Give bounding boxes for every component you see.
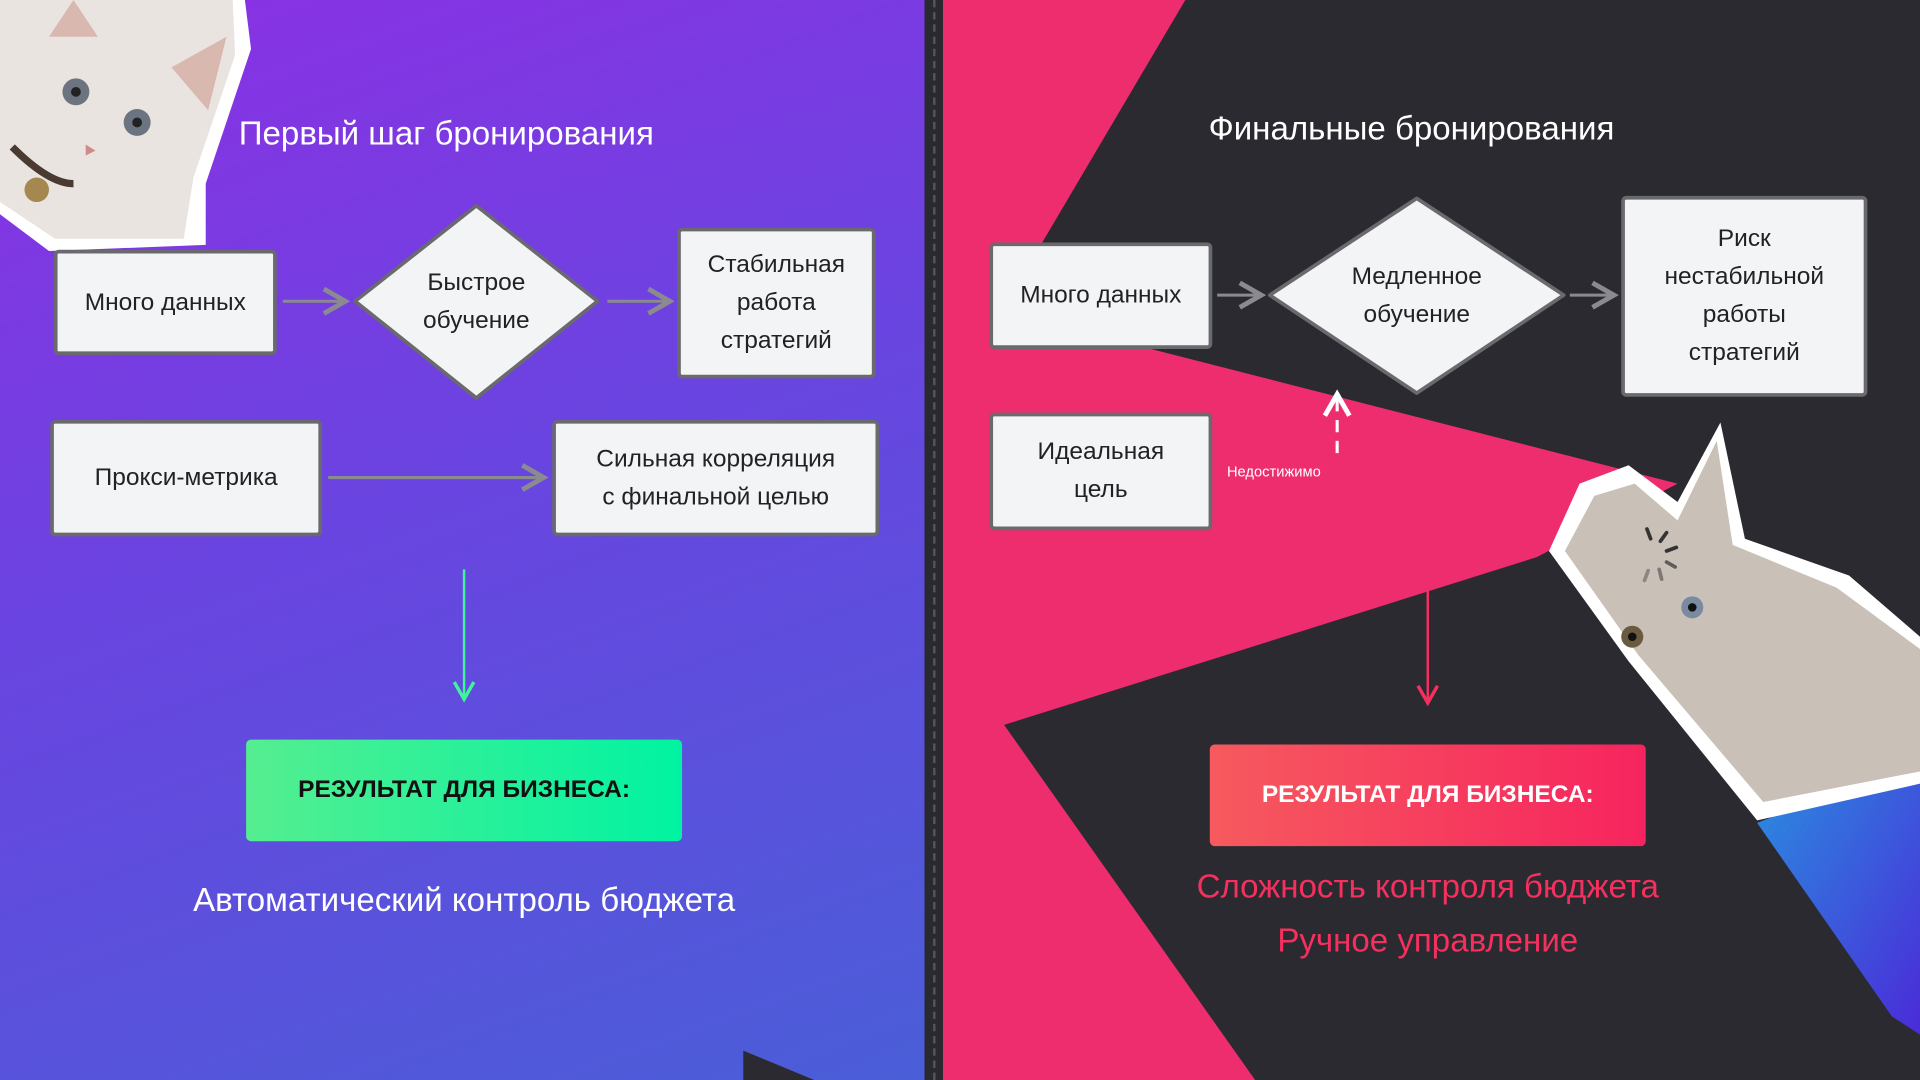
pink-shape (942, 0, 1678, 1080)
box-ideal-goal: Идеальная цель (989, 412, 1213, 531)
box-label: Прокси-метрика (94, 464, 278, 492)
box-many-data: Много данных (989, 242, 1213, 349)
left-title: Первый шаг бронирования (238, 115, 654, 152)
box-label: цель (1074, 476, 1128, 504)
cat-sticker-white (0, 0, 252, 252)
box-unstable-risk: Риск нестабильной работы стратегий (1621, 195, 1868, 397)
loading-spinner-icon (1642, 527, 1679, 583)
diamond-label: обучение (1363, 300, 1471, 328)
right-decor (942, 0, 1920, 1080)
box-label: Стабильная (707, 251, 846, 278)
unreachable-label: Недостижимо (1226, 462, 1321, 481)
box-label: Риск (1717, 225, 1771, 253)
right-panel: Финальные бронирования Много данных Медл… (942, 0, 1920, 1080)
box-label: работа (736, 288, 816, 316)
diamond-fast-learning: Быстрое обучение (353, 203, 600, 400)
blue-corner (1757, 759, 1920, 1035)
left-decor (0, 0, 815, 1080)
box-label: стратегий (720, 326, 832, 354)
box-many-data: Много данных (53, 249, 277, 356)
left-panel: Первый шаг бронирования Много данных Быс… (0, 0, 925, 1080)
right-title: Финальные бронирования (1208, 110, 1615, 147)
box-label: работы (1702, 301, 1786, 329)
diamond-label: обучение (423, 306, 530, 334)
diamond-shape (353, 203, 600, 400)
cat-sticker-loading (1548, 422, 1920, 821)
box-stable-work: Стабильная работа стратегий (677, 227, 876, 379)
diamond-label: Быстрое (427, 268, 526, 296)
box-label: Много данных (1020, 281, 1182, 309)
diamond-shape (1267, 196, 1566, 395)
right-outcome-2: Ручное управление (1277, 922, 1579, 959)
right-outcome-1: Сложность контроля бюджета (1196, 868, 1659, 905)
box-strong-correlation: Сильная корреляция с финальной целью (552, 420, 880, 537)
corner-shape (743, 1050, 815, 1080)
diamond-label: Медленное (1351, 262, 1482, 290)
business-result-button[interactable]: РЕЗУЛЬТАТ ДЛЯ БИЗНЕСА: (246, 739, 683, 842)
box-label: Много данных (84, 288, 246, 316)
business-result-button[interactable]: РЕЗУЛЬТАТ ДЛЯ БИЗНЕСА: (1209, 744, 1646, 847)
box-label: Сильная корреляция (596, 445, 836, 473)
box-proxy-metric: Прокси-метрика (50, 420, 323, 537)
box-label: нестабильной (1664, 263, 1825, 291)
diamond-slow-learning: Медленное обучение (1267, 196, 1566, 396)
divider (924, 0, 943, 1080)
box-label: стратегий (1688, 339, 1800, 367)
box-label: Идеальная (1037, 438, 1165, 466)
left-outcome: Автоматический контроль бюджета (193, 881, 736, 919)
box-label: с финальной целью (602, 483, 830, 511)
